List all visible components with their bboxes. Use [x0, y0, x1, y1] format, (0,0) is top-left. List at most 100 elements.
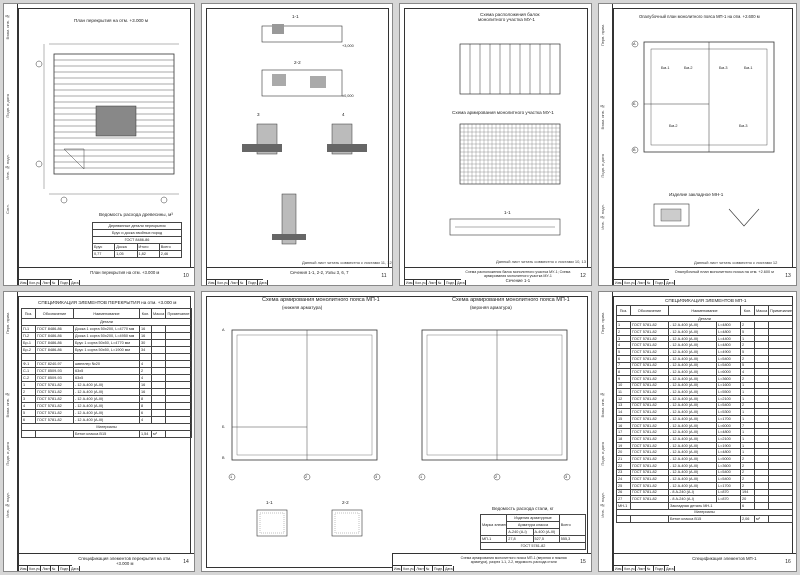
timber-table-title: Ведомость расхода древесины, м³ [99, 212, 173, 217]
axis-row-c: В [633, 148, 636, 152]
mu1-drawing [449, 43, 561, 236]
formwork-plan-drawing [631, 40, 775, 227]
axis-col-3: 3 [565, 475, 568, 479]
section-1-1-label: 1-1 [292, 14, 299, 19]
beam-label: Бм-1 [661, 66, 670, 70]
beam-layout-title-2: монолитного участка МУ-1 [478, 17, 535, 22]
sections-drawing [242, 24, 367, 245]
title-block: Схема армирования монолитного пояса МП-1… [392, 553, 591, 571]
axis-col-2: 2 [495, 475, 498, 479]
node-4-label: 4 [342, 112, 345, 117]
side-strip: Перв. прим. Взам. инв. № Подп. и дата Ин… [599, 4, 613, 285]
title-block: Схема расположения балок монолитного уча… [404, 267, 591, 285]
spec-title: СПЕЦИФИКАЦИЯ ЭЛЕМЕНТОВ МП-1 [665, 298, 747, 303]
sheet-15: Схема армирования монолитного пояса МП-1… [201, 291, 592, 572]
formwork-plan-title: Опалубочный план монолитного пояса МП-1 … [639, 14, 760, 19]
sheet-12: Схема расположения балок монолитного уча… [399, 3, 592, 286]
section-1-1-label: 1-1 [266, 500, 273, 505]
spec-title: СПЕЦИФИКАЦИЯ ЭЛЕМЕНТОВ ПЕРЕКРЫТИЯ на отм… [38, 300, 177, 305]
axis-row-c: В [222, 456, 225, 460]
axis-col-1: 1 [230, 475, 233, 479]
side-strip: Взам. инв. № Подп. и дата Инв. № подл. С… [4, 4, 18, 285]
sheet-note: Данный лист читать совместно с листами 1… [694, 260, 778, 265]
sheet-13: Перв. прим. Взам. инв. № Подп. и дата Ин… [598, 3, 797, 286]
steel-table-title: Ведомость расхода стали, кг [492, 506, 554, 511]
title-block: Спецификация элементов перекрытия на отм… [18, 553, 194, 571]
axis-col-2: 2 [305, 475, 308, 479]
beam-layout-title-1: Схема расположения балок [480, 12, 540, 17]
table-row [21, 353, 192, 361]
title-block: Сечения 1-1, 2-2, Узлы 3, 6, 7 11 Изм.Ко… [206, 267, 392, 285]
reinforcement-title: Схема армирования монолитного участка МУ… [452, 110, 554, 115]
embedded-part-title: Изделие закладное МН-1 [669, 192, 724, 197]
beam-label: Бм-3 [719, 66, 728, 70]
reinforcement-plans [228, 329, 571, 537]
beam-label: Бм-2 [684, 66, 693, 70]
title-block: Опалубочный план монолитного пояса на от… [613, 267, 796, 285]
beam-label: Бм-3 [739, 124, 748, 128]
axis-col-1: 1 [420, 475, 423, 479]
section-2-2-label: 2-2 [294, 60, 301, 65]
sheet-10: Взам. инв. № Подп. и дата Инв. № подл. С… [3, 3, 195, 286]
timber-table: Деревянные детали перекрытия Брус и доск… [91, 222, 183, 258]
upper-rebar-title: Схема армирования монолитного пояса МП-1 [452, 297, 570, 303]
node-3-label: 3 [257, 112, 260, 117]
axis-row-a: А [222, 328, 225, 332]
title-block: План перекрытия на отм. +3.000 м 10 Изм.… [18, 267, 194, 285]
sheet-11: 1-1 2-2 3 4 +3,000 ±0,000 Данный лист чи… [201, 3, 393, 286]
level-mark: +3,000 [342, 44, 354, 48]
title-block: Спецификация элементов МП-1 16 Изм.Кол.у… [613, 553, 796, 571]
sheet-note: Данный лист читать совместно с листами 1… [302, 260, 392, 265]
axis-row-a: А [633, 42, 636, 46]
section-1-1-label: 1-1 [504, 210, 511, 215]
zero-mark: ±0,000 [342, 94, 354, 98]
axis-col-3: 3 [375, 475, 378, 479]
section-2-2-label: 2-2 [342, 500, 349, 505]
side-strip: Перв. прим. Взам. инв. № Подп. и дата Ин… [4, 292, 18, 571]
lower-rebar-subtitle: (нижняя арматура) [282, 305, 323, 310]
floor-plan-drawing [35, 43, 179, 204]
plan-title: План перекрытия на отм. +3.000 м [74, 18, 149, 23]
axis-row-b: Б [633, 102, 636, 106]
upper-rebar-subtitle: (верхняя арматура) [470, 305, 512, 310]
sheet-16: Перв. прим. Взам. инв. № Подп. и дата Ин… [598, 291, 797, 572]
